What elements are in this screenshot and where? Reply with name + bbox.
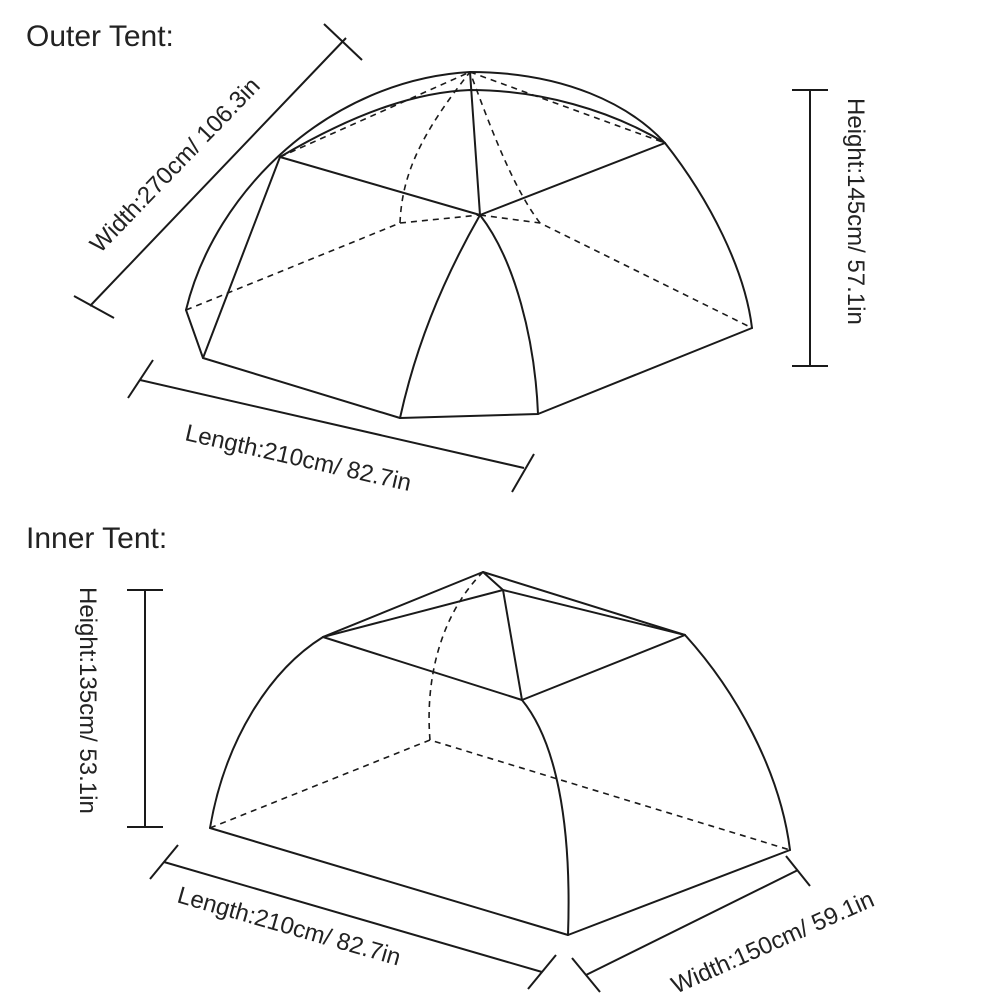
inner-tent-back-base [209,739,791,851]
outer-length-tick-start [127,359,154,399]
inner-width-tick-start [571,957,601,993]
inner-tent-drawing [209,571,791,936]
inner-length-label: Length:210cm/ 82.7in [174,882,403,972]
outer-width-tick-end [323,23,363,61]
inner-length-line [163,861,543,973]
inner-tent-base-front [209,827,791,936]
outer-width-dimension: Width:270cm/ 106.3in [73,23,363,319]
outer-tent-back-pole-right [469,71,541,224]
inner-tent-top-ridge-left [322,589,686,638]
outer-width-label: Width:270cm/ 106.3in [85,72,266,258]
inner-length-tick-start [149,844,179,880]
outer-tent-front-pole-right [479,214,539,415]
outer-length-label: Length:210cm/ 82.7in [183,420,414,497]
inner-tent-title: Inner Tent: [26,522,167,555]
inner-tent-left-arch [209,636,324,829]
outer-length-line [139,379,525,469]
outer-tent-roof-ridge-right [469,71,666,144]
outer-length-tick-end [511,453,535,493]
outer-tent-back-pole [399,71,471,224]
inner-tent-top-ridge [482,571,523,701]
inner-width-label: Width:150cm/ 59.1in [667,886,878,1000]
outer-tent-roof-ridge-left [279,71,471,158]
outer-width-tick-start [73,295,115,319]
outer-height-dimension: Height:145cm/ 57.1in [792,89,869,367]
outer-tent-top-panel [279,142,666,216]
inner-width-line [585,869,799,976]
outer-tent-left-wall-edge [202,156,281,359]
outer-tent-base-front [185,309,753,419]
outer-tent-drawing [185,71,753,419]
inner-height-label: Height:135cm/ 53.1in [74,587,101,814]
outer-tent-title: Outer Tent: [26,20,174,53]
outer-tent-center-pole [469,71,481,216]
inner-tent-front-arch [521,699,570,936]
inner-width-dimension: Width:150cm/ 59.1in [571,855,878,1000]
inner-length-dimension: Length:210cm/ 82.7in [149,844,557,990]
inner-length-tick-end [527,954,557,990]
outer-tent-back-base-left [185,214,481,311]
inner-width-tick-end [785,855,811,887]
inner-tent-right-arch [684,634,791,851]
outer-width-line [89,37,347,307]
inner-height-dimension: Height:135cm/ 53.1in [74,587,163,828]
outer-tent-top-panel-ridge [279,89,666,158]
outer-tent-front-pole-left [399,214,481,419]
inner-tent-back-pole [428,571,484,741]
outer-height-label: Height:145cm/ 57.1in [842,98,869,325]
outer-tent-outer-arch [185,71,753,329]
outer-tent-back-base-right [479,214,753,329]
outer-length-dimension: Length:210cm/ 82.7in [127,359,535,497]
